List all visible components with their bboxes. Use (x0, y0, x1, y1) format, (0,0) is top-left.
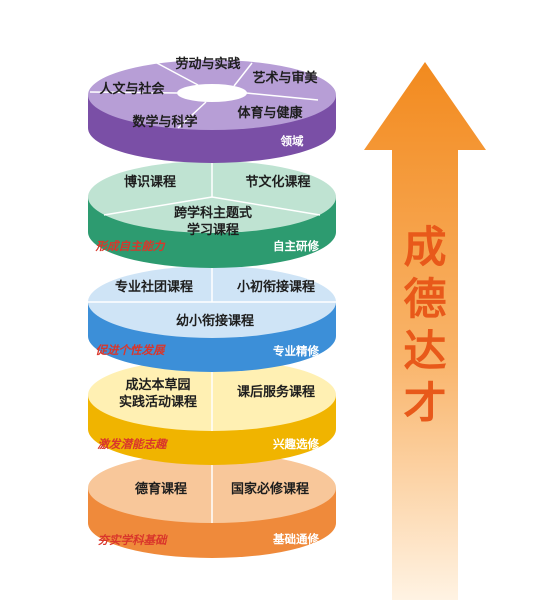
tier-domain-side-label: 领域 (280, 134, 304, 148)
growth-arrow: 成 德 达 才 (364, 62, 486, 600)
tier-self-study: 博识课程 节文化课程 跨学科主题式 学习课程 自主研修 形成自主能力 (88, 161, 336, 268)
tier-domain-segment-1: 劳动与实践 (175, 56, 240, 72)
tier-foundation-side-label: 基础通修 (272, 532, 319, 546)
tier-domain-center-hole (177, 84, 247, 102)
tier-specialty-side-label: 专业精修 (273, 344, 319, 358)
tier-self-study-side-label: 自主研修 (273, 239, 319, 253)
tier-interest-side-label: 兴趣选修 (273, 437, 319, 451)
tier-interest-segment-1: 成达本草园 (125, 377, 190, 393)
tier-domain-segment-3: 体育与健康 (237, 105, 303, 121)
motto-char-4: 才 (404, 379, 447, 429)
tier-domain-segment-2: 艺术与审美 (252, 70, 318, 86)
tier-specialty-segment-1: 专业社团课程 (115, 279, 193, 295)
tier-self-study-segment-1: 博识课程 (124, 174, 176, 190)
tier-specialty-segment-2: 小初衔接课程 (237, 279, 315, 295)
tier-interest-segment-3: 课后服务课程 (237, 384, 315, 400)
tier-foundation-segment-1: 德育课程 (135, 481, 187, 497)
tier-specialty-segment-3: 幼小衔接课程 (176, 313, 254, 329)
tier-self-study-segment-2: 节文化课程 (245, 174, 310, 190)
tier-specialty-dividers (88, 266, 336, 303)
motto-char-2: 德 (404, 275, 447, 325)
tier-foundation-segment-2: 国家必修课程 (231, 481, 309, 497)
tier-self-study-segment-4: 学习课程 (187, 222, 239, 238)
tier-interest-tag: 激发潜能志趣 (98, 437, 169, 451)
tier-domain-segment-5: 人文与社会 (99, 81, 165, 97)
tier-specialty-tag: 促进个性发展 (96, 343, 166, 357)
tier-interest-segment-2: 实践活动课程 (119, 394, 197, 410)
tier-domain: 劳动与实践 艺术与审美 体育与健康 数学与科学 人文与社会 领域 (88, 56, 336, 163)
tier-domain-dividers (89, 61, 319, 129)
tier-self-study-segment-3: 跨学科主题式 (174, 205, 252, 221)
tier-specialty: 专业社团课程 小初衔接课程 幼小衔接课程 专业精修 促进个性发展 (88, 266, 336, 372)
tier-interest: 成达本草园 实践活动课程 课后服务课程 兴趣选修 激发潜能志趣 (88, 359, 336, 465)
arrow-shape (364, 62, 486, 600)
tier-foundation-tag: 夯实学科基础 (98, 533, 168, 547)
tier-foundation: 德育课程 国家必修课程 基础通修 夯实学科基础 (88, 453, 336, 558)
tier-domain-segment-4: 数学与科学 (132, 114, 197, 130)
motto-char-1: 成 (404, 223, 447, 273)
tier-self-study-tag: 形成自主能力 (95, 239, 166, 253)
motto-char-3: 达 (404, 327, 447, 377)
tier-self-study-dividers (103, 161, 321, 216)
